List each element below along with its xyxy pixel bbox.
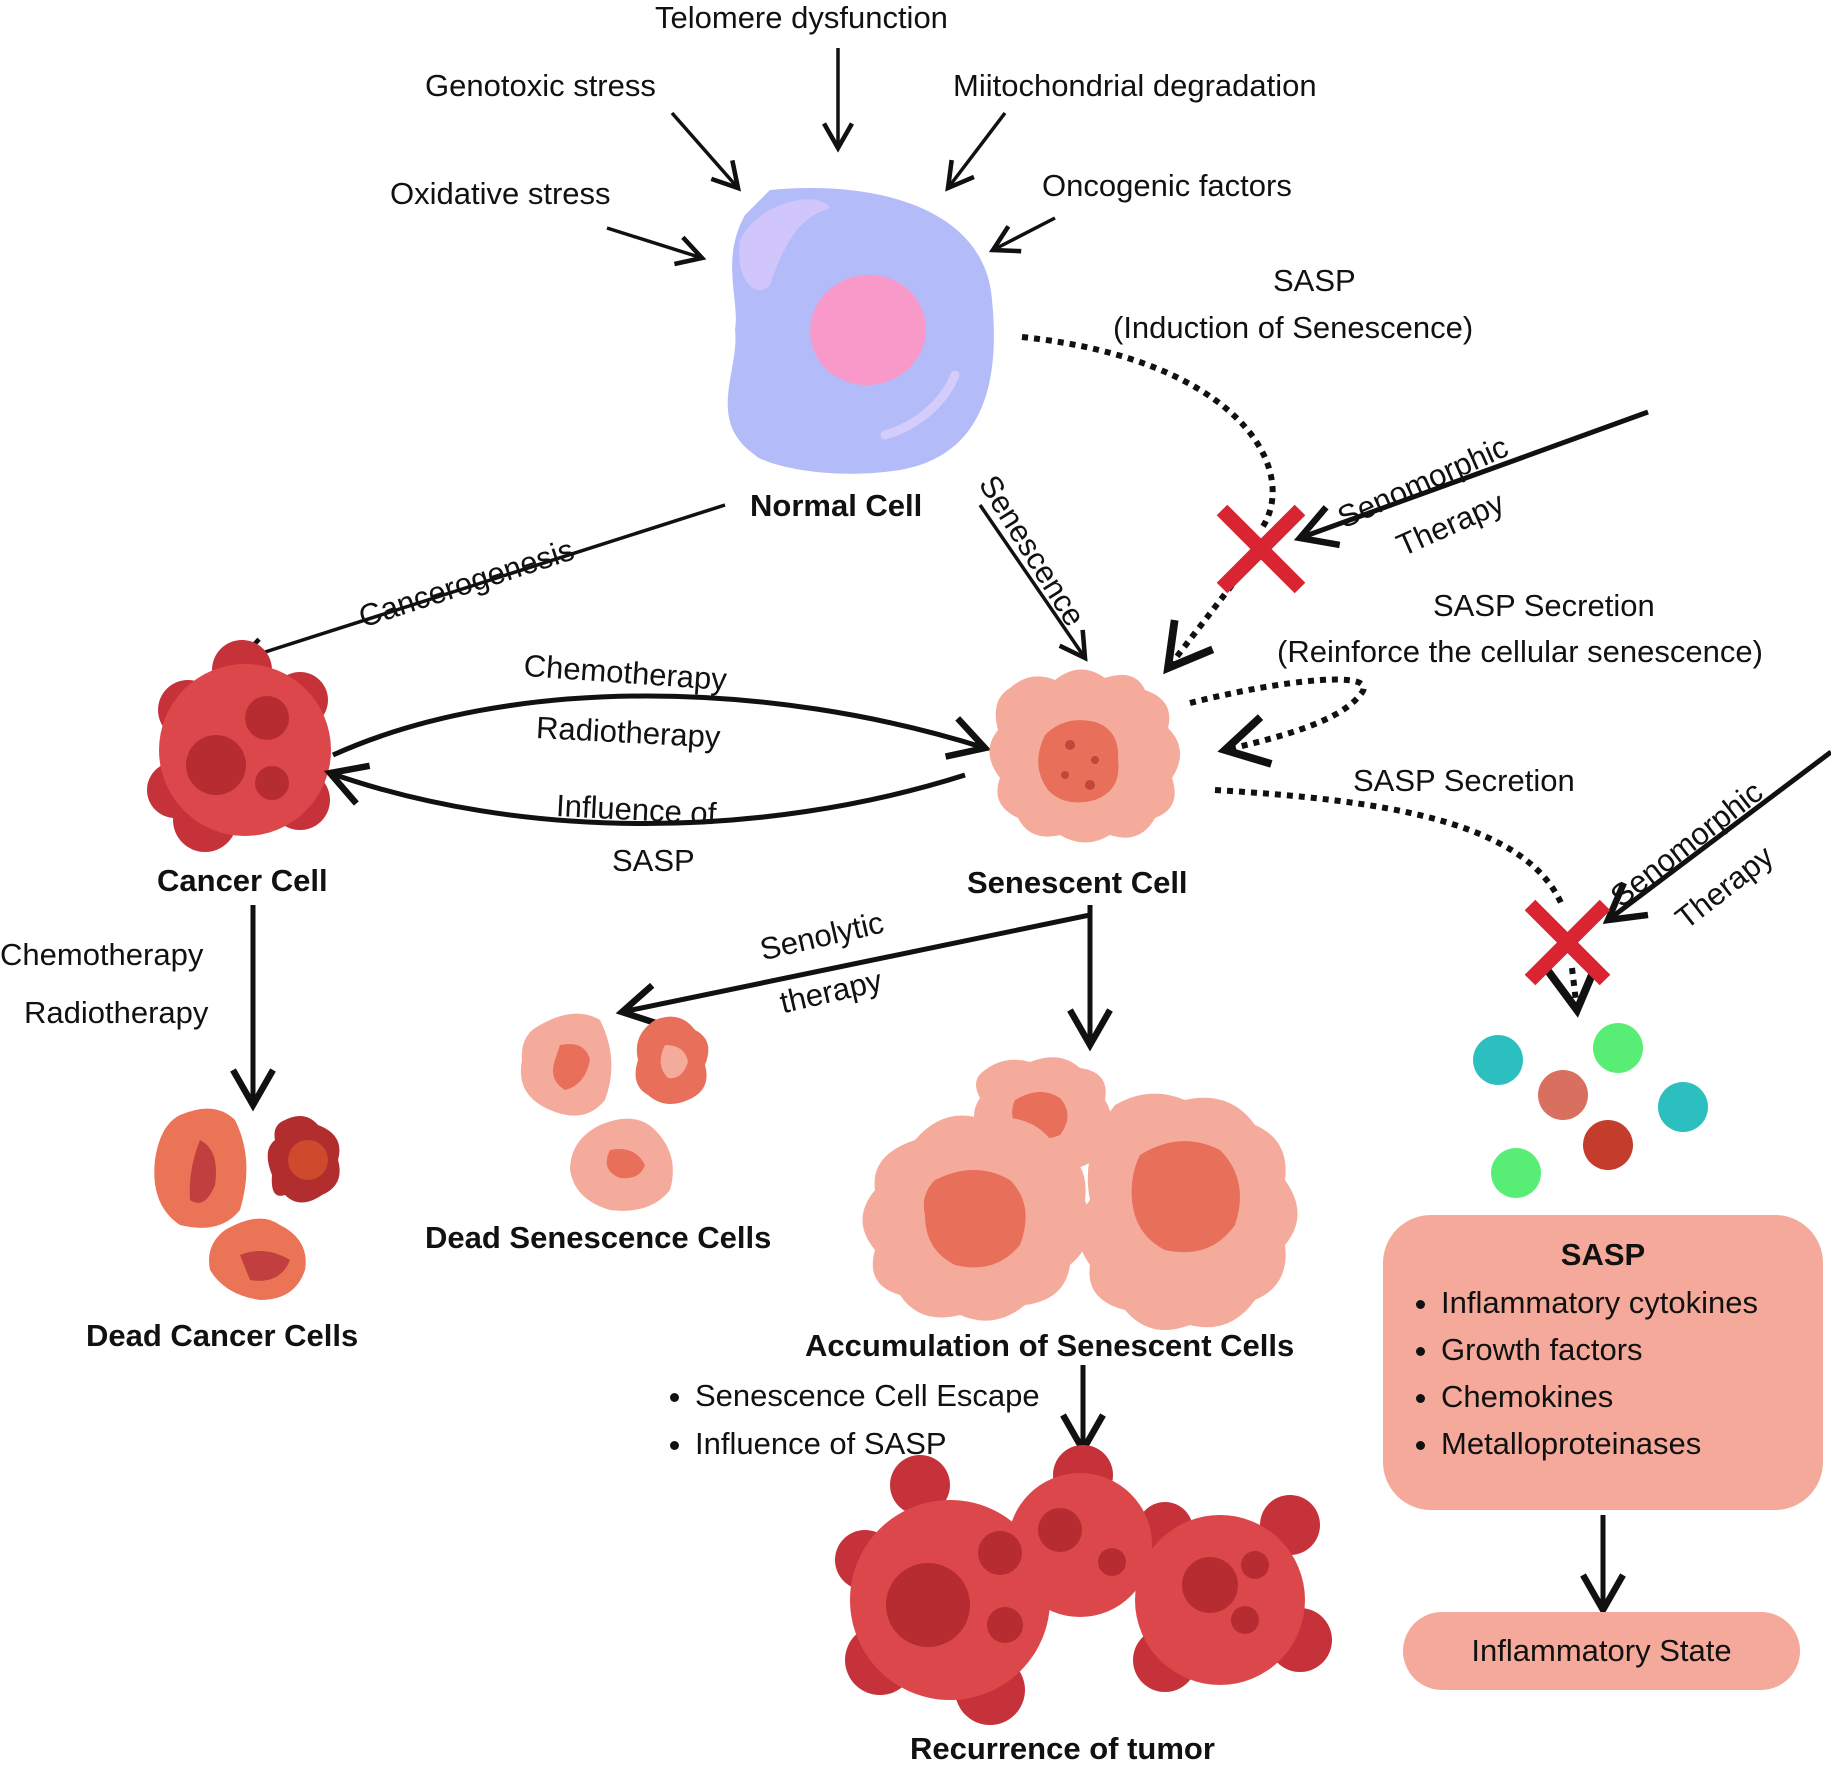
senescent-cell-label: Senescent Cell [967, 865, 1188, 900]
sasp-item: Inflammatory cytokines [1441, 1279, 1823, 1326]
sasp-item: Growth factors [1441, 1326, 1823, 1373]
influence-label-line1: Influence of [555, 788, 718, 832]
stressor-genotoxic: Genotoxic stress [425, 68, 656, 103]
accumulated-senescent-cells [862, 1057, 1298, 1330]
sasp-box-list: Inflammatory cytokines Growth factors Ch… [1383, 1279, 1823, 1467]
cancer-radio-label: Radiotherapy [24, 995, 209, 1030]
accumulation-bullet: Influence of SASP [695, 1420, 1040, 1468]
normal-cell [727, 187, 994, 474]
sasp-secretion-dotted [1214, 787, 1565, 907]
sasp-box-title: SASP [1560, 1237, 1646, 1272]
inflammatory-state-label: Inflammatory State [1471, 1633, 1732, 1668]
accumulation-bullets: Senescence Cell Escape Influence of SASP [655, 1372, 1040, 1468]
cancer-cell [147, 640, 331, 852]
sasp-reinforce-line2: (Reinforce the cellular senescence) [1277, 634, 1763, 669]
cancerogenesis-arrow [235, 503, 726, 669]
recurrence-label: Recurrence of tumor [910, 1731, 1215, 1766]
sasp-induction-line2: (Induction of Senescence) [1113, 310, 1474, 345]
sasp-induction-line1: SASP [1273, 263, 1356, 298]
stressor-oxidative: Oxidative stress [390, 176, 611, 211]
sasp-reinforce-line1: SASP Secretion [1433, 588, 1655, 623]
sasp-reinforce-loop [1189, 676, 1367, 768]
sasp-induction-dotted [1021, 334, 1276, 530]
sasp-molecules [1473, 1023, 1708, 1198]
chemo-radio-arrow [331, 693, 992, 760]
sasp-item: Metalloproteinases [1441, 1420, 1823, 1467]
recurrence-tumor [835, 1445, 1332, 1725]
block-x-bottom [1524, 899, 1611, 986]
influence-sasp-arrow [323, 762, 966, 826]
block-x-top [1216, 504, 1306, 594]
stressor-telomere: Telomere dysfunction [655, 0, 948, 35]
senescent-cell [989, 669, 1181, 843]
dead-cancer-label: Dead Cancer Cells [86, 1318, 359, 1353]
senomorphic-top-arrow [1293, 409, 1649, 549]
sasp-item: Chemokines [1441, 1373, 1823, 1420]
stressor-arrows [606, 48, 1056, 267]
influence-label-line2: SASP [612, 843, 695, 878]
dead-cancer-cells [154, 1108, 340, 1300]
accumulation-label: Accumulation of Senescent Cells [805, 1328, 1295, 1363]
cancer-cell-label: Cancer Cell [157, 863, 328, 898]
inflammatory-state-box: Inflammatory State [1403, 1612, 1800, 1690]
cancer-chemo-label: Chemotherapy [0, 937, 204, 972]
sasp-box: SASP Inflammatory cytokines Growth facto… [1383, 1215, 1823, 1510]
senomorphic-bottom-arrow [1602, 750, 1831, 924]
dead-senescence-label: Dead Senescence Cells [425, 1220, 772, 1255]
accumulation-bullet: Senescence Cell Escape [695, 1372, 1040, 1420]
stressor-oncogenic: Oncogenic factors [1042, 168, 1292, 203]
dead-senescence-cells [520, 1013, 709, 1211]
stressor-mitochondrial: Miitochondrial degradation [953, 68, 1317, 103]
sasp-secretion-label: SASP Secretion [1353, 763, 1575, 798]
normal-cell-label: Normal Cell [750, 488, 923, 523]
senescence-arrow [978, 504, 1088, 662]
